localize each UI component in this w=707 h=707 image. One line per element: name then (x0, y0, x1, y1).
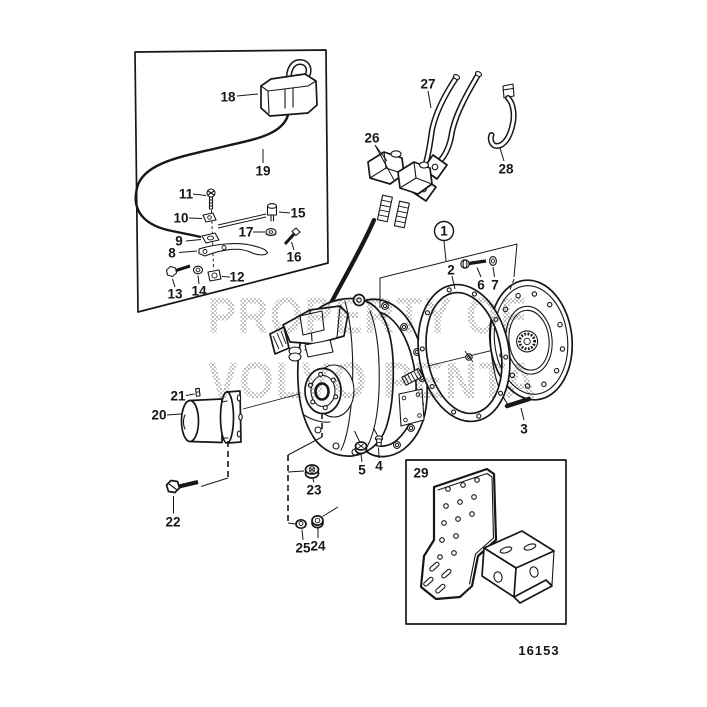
callout-circle-1 (433, 220, 455, 242)
callout-13: 13 (167, 287, 183, 302)
part-21-pin (195, 387, 201, 397)
callout-8: 8 (168, 246, 176, 261)
watermark-line-2: VOLVO PENTA (208, 352, 538, 409)
valve-pump-block (269, 305, 349, 362)
part-26-solenoid-valves (367, 150, 433, 229)
callout-6: 6 (477, 278, 485, 293)
part-23-nut (304, 464, 320, 479)
callout-22: 22 (165, 515, 180, 530)
part-9-clip (201, 232, 220, 244)
splined-hub (516, 330, 539, 353)
inset-box-bracket (405, 459, 567, 625)
part-8-lever (198, 243, 269, 257)
part-28-hook (487, 83, 517, 150)
callout-17: 17 (238, 225, 253, 240)
callout-16: 16 (286, 250, 302, 265)
callout-19: 19 (255, 164, 270, 179)
part-18-control-housing (260, 58, 318, 117)
callout-9: 9 (175, 234, 183, 249)
part-13-bolt (165, 264, 191, 278)
clip-detail (464, 350, 474, 363)
callout-25: 25 (295, 541, 311, 556)
callout-23: 23 (306, 483, 322, 498)
part-19-cable (134, 114, 290, 239)
part-17-washer (265, 228, 277, 236)
bracket-plate-slots (423, 561, 452, 594)
part-29-angle-bracket (481, 530, 555, 604)
part-16-screw (283, 227, 301, 246)
part-7-washer (489, 256, 497, 266)
part-12-nut (207, 269, 222, 282)
callout-28: 28 (498, 162, 514, 177)
callout-26: 26 (364, 131, 380, 146)
part-4-bolt (374, 435, 384, 447)
callout-18: 18 (220, 90, 236, 105)
leader-lines (166, 90, 525, 541)
mounting-pad (398, 388, 425, 427)
coupling-assembly (180, 387, 243, 444)
solenoid-hose-assembly (367, 70, 517, 229)
bracket-plate-holes (437, 477, 480, 560)
callout-21: 21 (170, 389, 186, 404)
callout-10: 10 (173, 211, 188, 226)
watermark: PROPERTY OF VOLVO PENTA (208, 287, 538, 409)
callout-20: 20 (151, 408, 166, 423)
callout-2: 2 (447, 263, 455, 278)
part-27-hoses (422, 70, 483, 169)
callout-5: 5 (358, 463, 366, 478)
watermark-line-1: PROPERTY OF (208, 287, 528, 344)
callout-15: 15 (290, 206, 306, 221)
drawing-number: 16153 (518, 643, 559, 658)
callout-29: 29 (413, 466, 428, 481)
callout-1: 1 (440, 224, 448, 239)
gasket-holes (419, 287, 509, 419)
callout-14: 14 (191, 284, 207, 299)
part-20-coupling (180, 390, 243, 444)
part-15-cable-fitting (217, 203, 278, 229)
part-6-bolt (460, 259, 487, 269)
callout-3: 3 (520, 422, 528, 437)
callout-4: 4 (375, 459, 383, 474)
part-11-screw (206, 188, 216, 210)
part-10-clamp (202, 212, 217, 223)
part-24-washer (311, 515, 324, 529)
part-5-nut (354, 441, 368, 455)
part-3-stud (504, 396, 532, 409)
callout-12: 12 (229, 270, 244, 285)
callout-24: 24 (310, 539, 326, 554)
part-25-washer (295, 518, 307, 530)
inset-box-control-assembly (134, 49, 329, 313)
part-29-bracket-plate (419, 467, 498, 601)
callout-27: 27 (420, 77, 435, 92)
part-14-washer (192, 265, 204, 275)
callout-11: 11 (179, 187, 194, 202)
output-flange (304, 364, 355, 418)
part-22-bolt (165, 479, 199, 494)
part-2-gasket (417, 283, 511, 423)
callout-7: 7 (491, 278, 499, 293)
